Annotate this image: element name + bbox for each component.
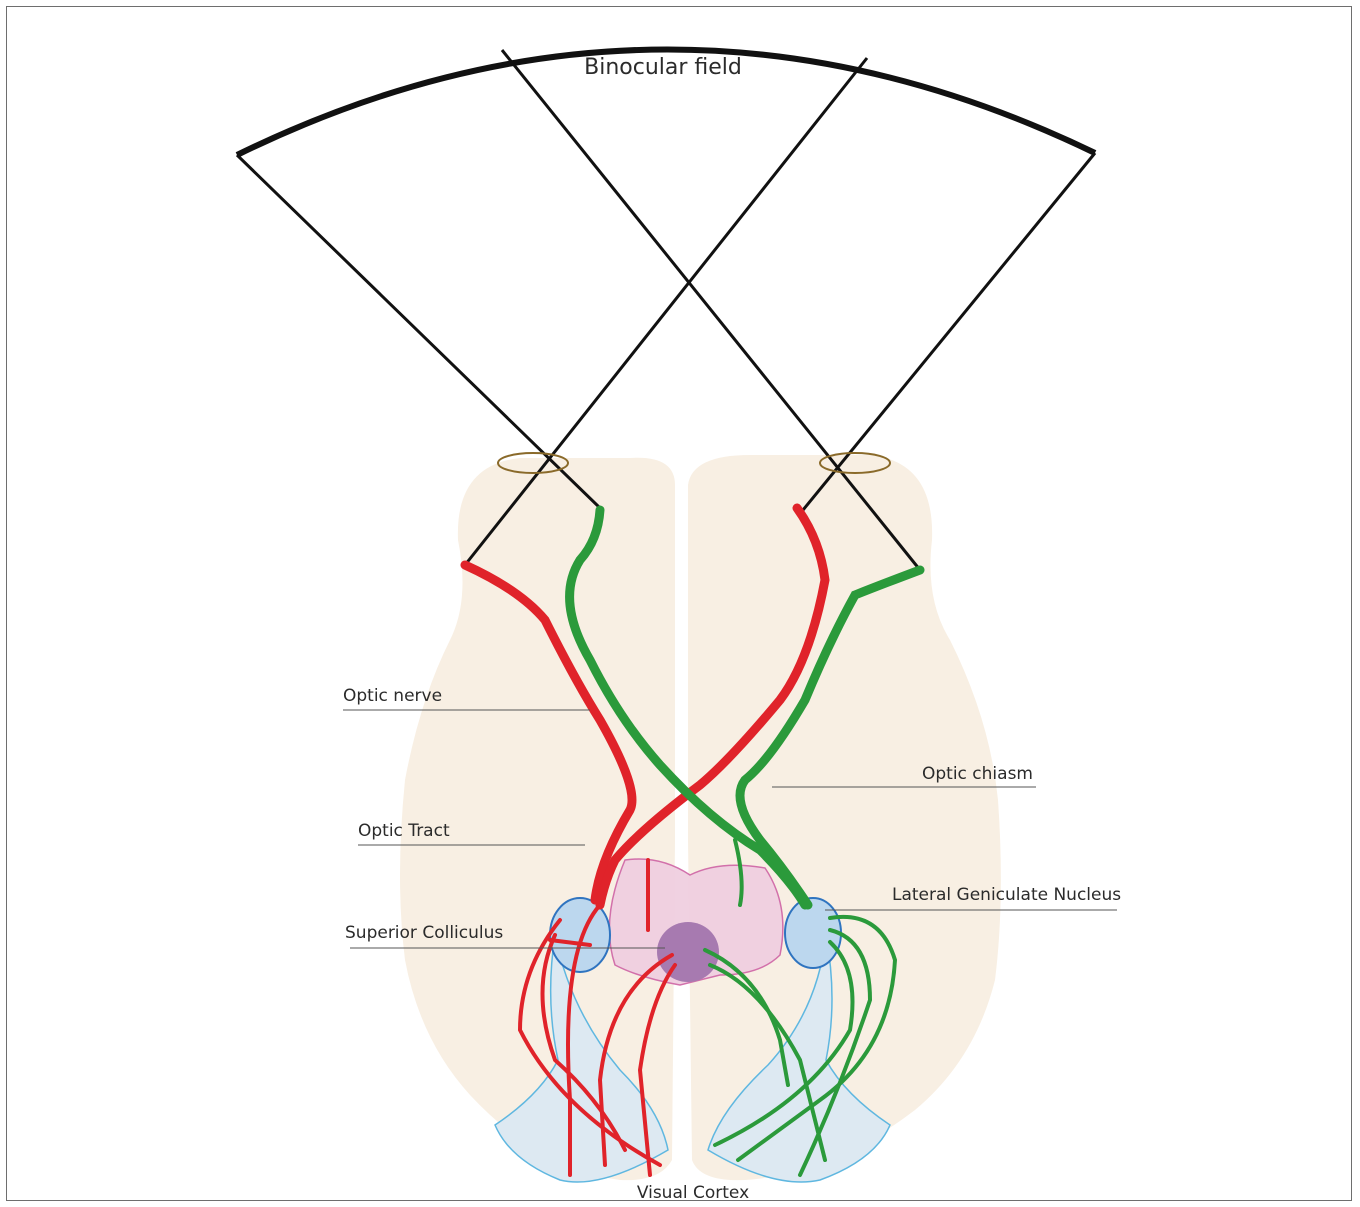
left-hemisphere <box>400 458 675 1180</box>
right-lgn <box>785 898 841 968</box>
brain-outline <box>400 455 1001 1180</box>
lgn-label: Lateral Geniculate Nucleus <box>892 885 1121 905</box>
right-eye-outer-line <box>803 153 1095 510</box>
visual-cortex-label: Visual Cortex <box>637 1183 749 1203</box>
binocular-field-label: Binocular field <box>584 55 742 80</box>
optic-tract-label: Optic Tract <box>358 821 450 841</box>
superior-colliculus-label: Superior Colliculus <box>345 923 503 943</box>
optic-nerve-label: Optic nerve <box>343 686 442 706</box>
optic-chiasm-label: Optic chiasm <box>922 764 1033 784</box>
left-eye-outer-line <box>237 155 600 508</box>
